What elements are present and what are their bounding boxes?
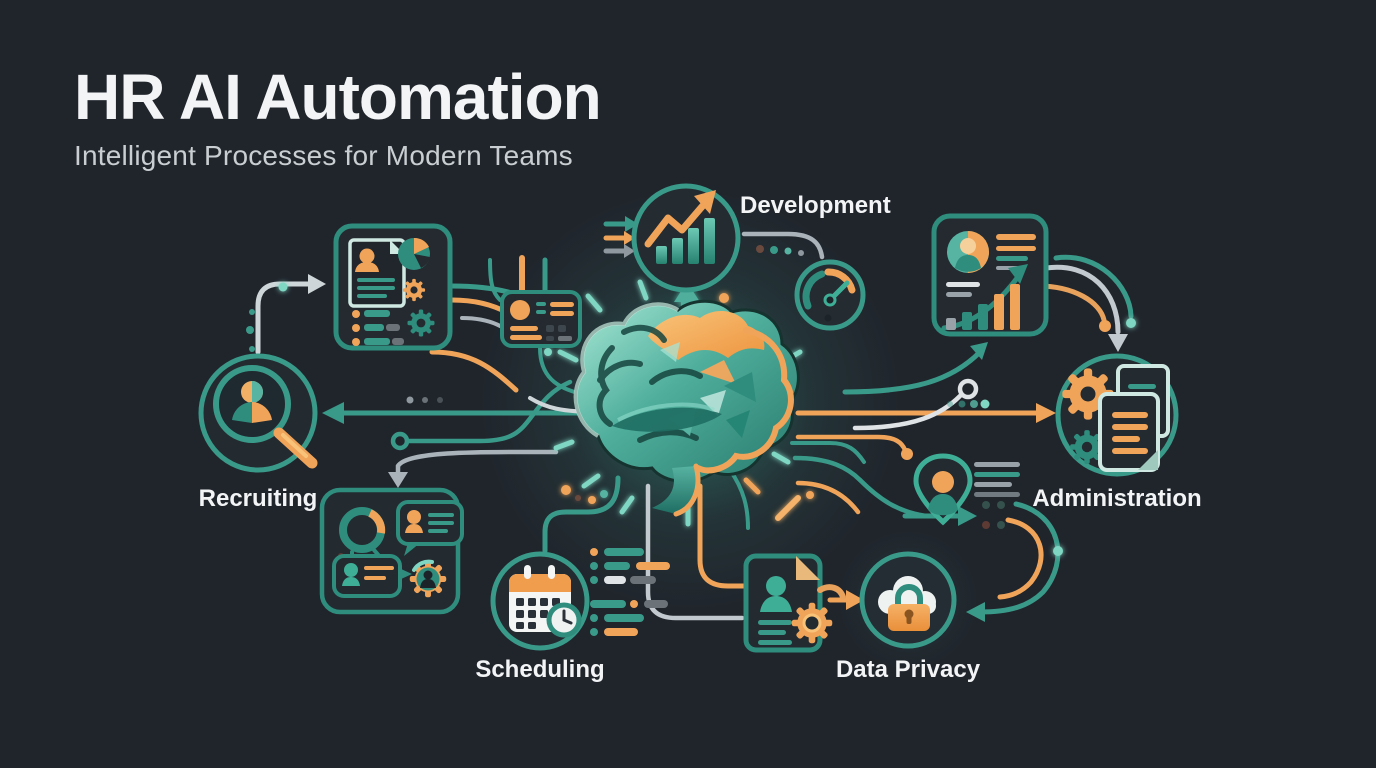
recruiting-node	[198, 353, 318, 473]
development-node	[631, 183, 741, 293]
chat-automation-panel-icon	[319, 487, 464, 615]
header: HR AI Automation Intelligent Processes f…	[74, 61, 602, 172]
page-subtitle: Intelligent Processes for Modern Teams	[74, 140, 573, 172]
label-data-privacy: Data Privacy	[835, 656, 981, 683]
id-card-icon	[500, 290, 582, 348]
label-recruiting: Recruiting	[198, 485, 318, 512]
data-privacy-node	[743, 551, 957, 653]
location-person-icon	[913, 453, 1020, 526]
resume-analytics-panel-icon	[333, 223, 453, 351]
gauge-icon	[794, 259, 866, 331]
brain-spark-rays	[544, 279, 814, 527]
team-analytics-panel-icon	[931, 213, 1049, 337]
label-scheduling: Scheduling	[475, 656, 605, 683]
scheduling-node	[490, 551, 590, 651]
employee-document-icon	[743, 553, 846, 653]
page-title: HR AI Automation	[74, 61, 602, 133]
label-administration: Administration	[1032, 485, 1202, 512]
ai-brain-icon	[573, 299, 800, 517]
label-development: Development	[740, 192, 891, 219]
task-list-icon	[590, 548, 670, 636]
administration-node	[1055, 353, 1179, 477]
